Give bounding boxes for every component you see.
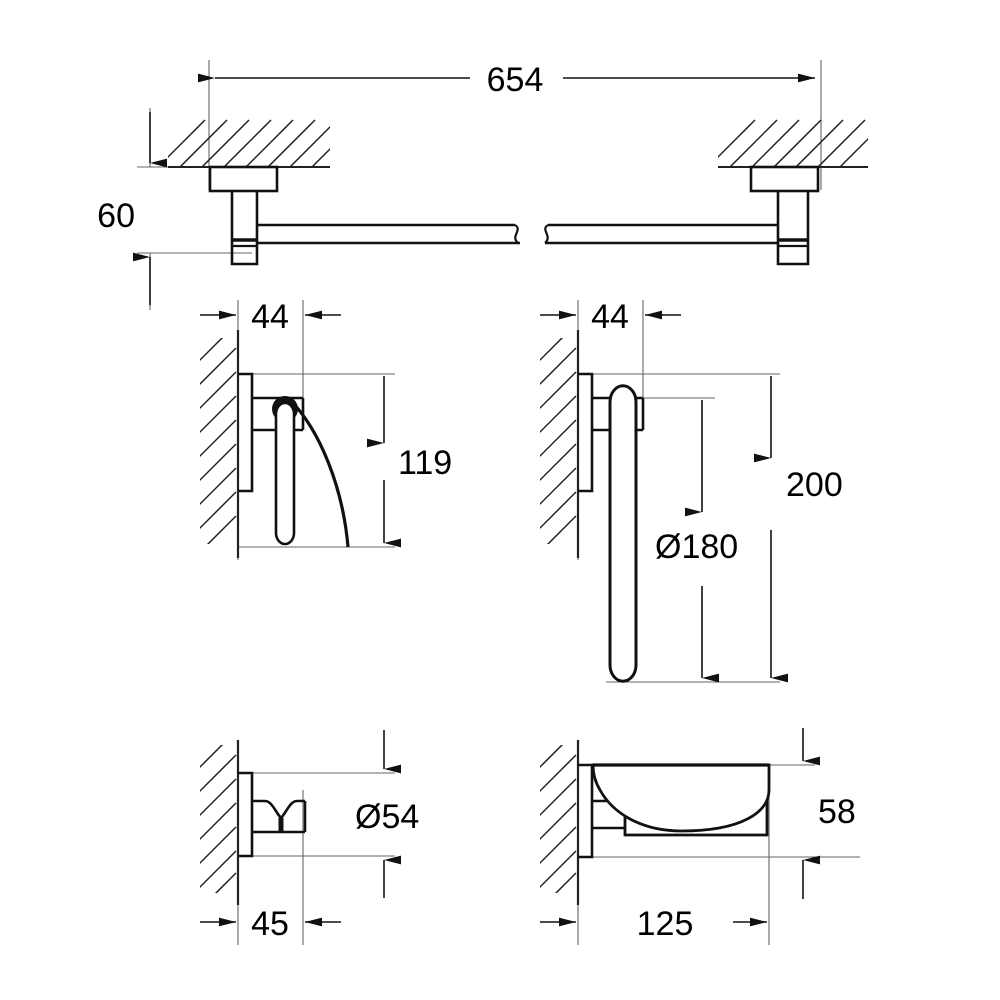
dimension-54-label: Ø54 (355, 798, 419, 836)
dimension-44-left-label: 44 (251, 298, 289, 336)
soap-dish-rosette (578, 763, 594, 859)
dimension-654-label: 654 (487, 61, 544, 99)
view-soap-dish: 58 125 (540, 728, 860, 945)
towel-bar-left-bracket (208, 165, 279, 266)
wall-hatch-soap-dish (540, 740, 580, 905)
towel-bar-witness-lines (137, 60, 822, 310)
view-robe-hook: Ø54 45 (200, 730, 419, 945)
towel-bar-segment-right (544, 223, 778, 245)
dimension-200-label: 200 (786, 466, 843, 504)
wall-hatch-paper-holder (200, 330, 240, 558)
dimension-60-label: 60 (97, 197, 135, 235)
paper-holder-rosette (238, 372, 254, 493)
towel-ring-rosette (578, 372, 594, 493)
robe-hook-rosette (238, 771, 254, 858)
towel-bar-segment-left (257, 223, 520, 245)
robe-hook-body (252, 799, 307, 834)
towel-ring-witness-lines (577, 300, 780, 683)
paper-holder-curved-arm (288, 398, 350, 548)
dimension-58-label: 58 (818, 793, 856, 831)
dimension-180-label: Ø180 (655, 528, 738, 566)
dimension-44-right-label: 44 (591, 298, 629, 336)
view-paper-holder: 44 119 (200, 298, 452, 560)
towel-ring-ring-profile (608, 384, 638, 683)
view-towel-ring: 44 Ø180 200 (540, 298, 843, 683)
dimension-125-label: 125 (637, 905, 694, 943)
soap-dish-bowl (591, 763, 771, 833)
view-towel-bar: 654 60 (97, 60, 868, 310)
towel-bar-right-bracket (749, 165, 820, 266)
paper-holder-roller-pin (274, 401, 296, 546)
wall-hatch-towel-ring (540, 330, 580, 558)
dimension-119-label: 119 (398, 444, 452, 482)
dimension-45-label: 45 (251, 905, 289, 943)
wall-hatch-robe-hook (200, 740, 240, 905)
